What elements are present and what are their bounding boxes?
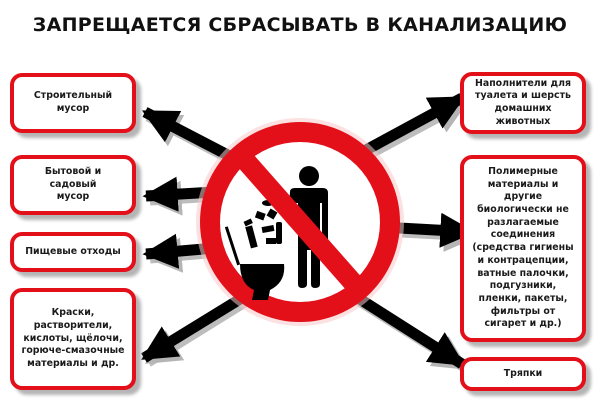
item-polymers-non-biodegradable: Полимерные материалы и другие биологичес… [460,155,586,342]
item-food-waste: Пищевые отходы [10,232,136,272]
item-label: Краски, растворители, кислоты, щёлочи, г… [21,307,125,370]
item-label: Тряпки [503,367,543,379]
item-label: Бытовой и садовый мусор [44,165,102,203]
item-construction-waste: Строительный мусор [10,73,136,133]
no-littering-sign-icon [196,118,404,326]
item-label: Полимерные материалы и другие биологичес… [472,166,574,330]
item-pet-litter-fur: Наполнители для туалета и шерсть домашни… [460,72,586,134]
arrow-to-rags [352,291,465,369]
arrow-to-pet-litter [352,93,466,161]
arrow-to-polymers [398,212,476,248]
item-rags: Тряпки [460,357,586,391]
toilet-with-trash-icon [224,200,285,300]
item-label: Наполнители для туалета и шерсть домашни… [475,77,571,127]
page-title: ЗАПРЕЩАЕТСЯ СБРАСЫВАТЬ В КАНАЛИЗАЦИЮ [32,14,568,36]
item-label: Пищевые отходы [25,245,121,257]
item-label: Строительный мусор [33,90,113,114]
item-household-garden-waste: Бытовой и садовый мусор [10,155,136,215]
item-paints-chemicals: Краски, растворители, кислоты, щёлочи, г… [10,288,136,390]
arrow-to-chemicals [141,291,248,363]
